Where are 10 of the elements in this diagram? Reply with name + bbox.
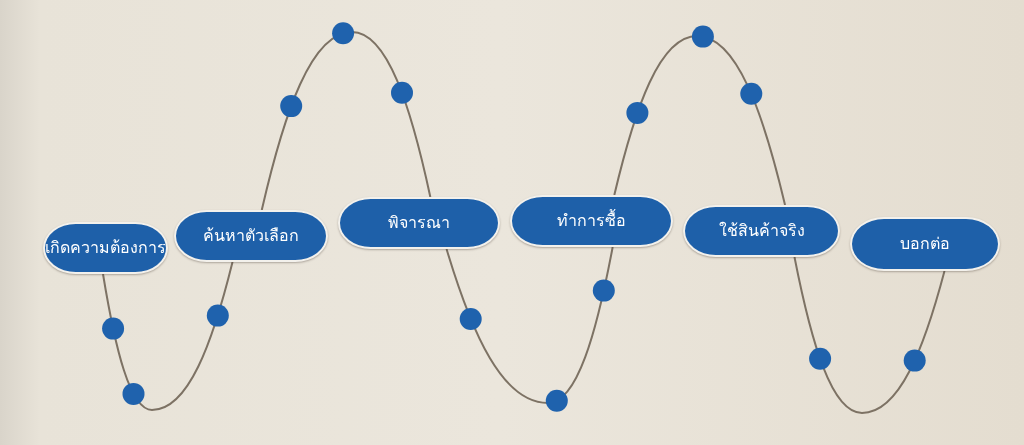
stage-pill: ใช้สินค้าจริง bbox=[683, 205, 840, 257]
wave-line bbox=[102, 261, 234, 411]
stage-pill: บอกต่อ bbox=[850, 217, 1000, 271]
wave-line bbox=[793, 256, 946, 414]
wave-line bbox=[260, 31, 432, 211]
stage-pill: พิจารณา bbox=[338, 197, 500, 249]
stage-pill: ค้นหาตัวเลือก bbox=[174, 210, 328, 262]
wave-line bbox=[613, 35, 787, 206]
wave-line bbox=[445, 246, 614, 404]
stage-pill: ทำการซื้อ bbox=[510, 195, 673, 247]
